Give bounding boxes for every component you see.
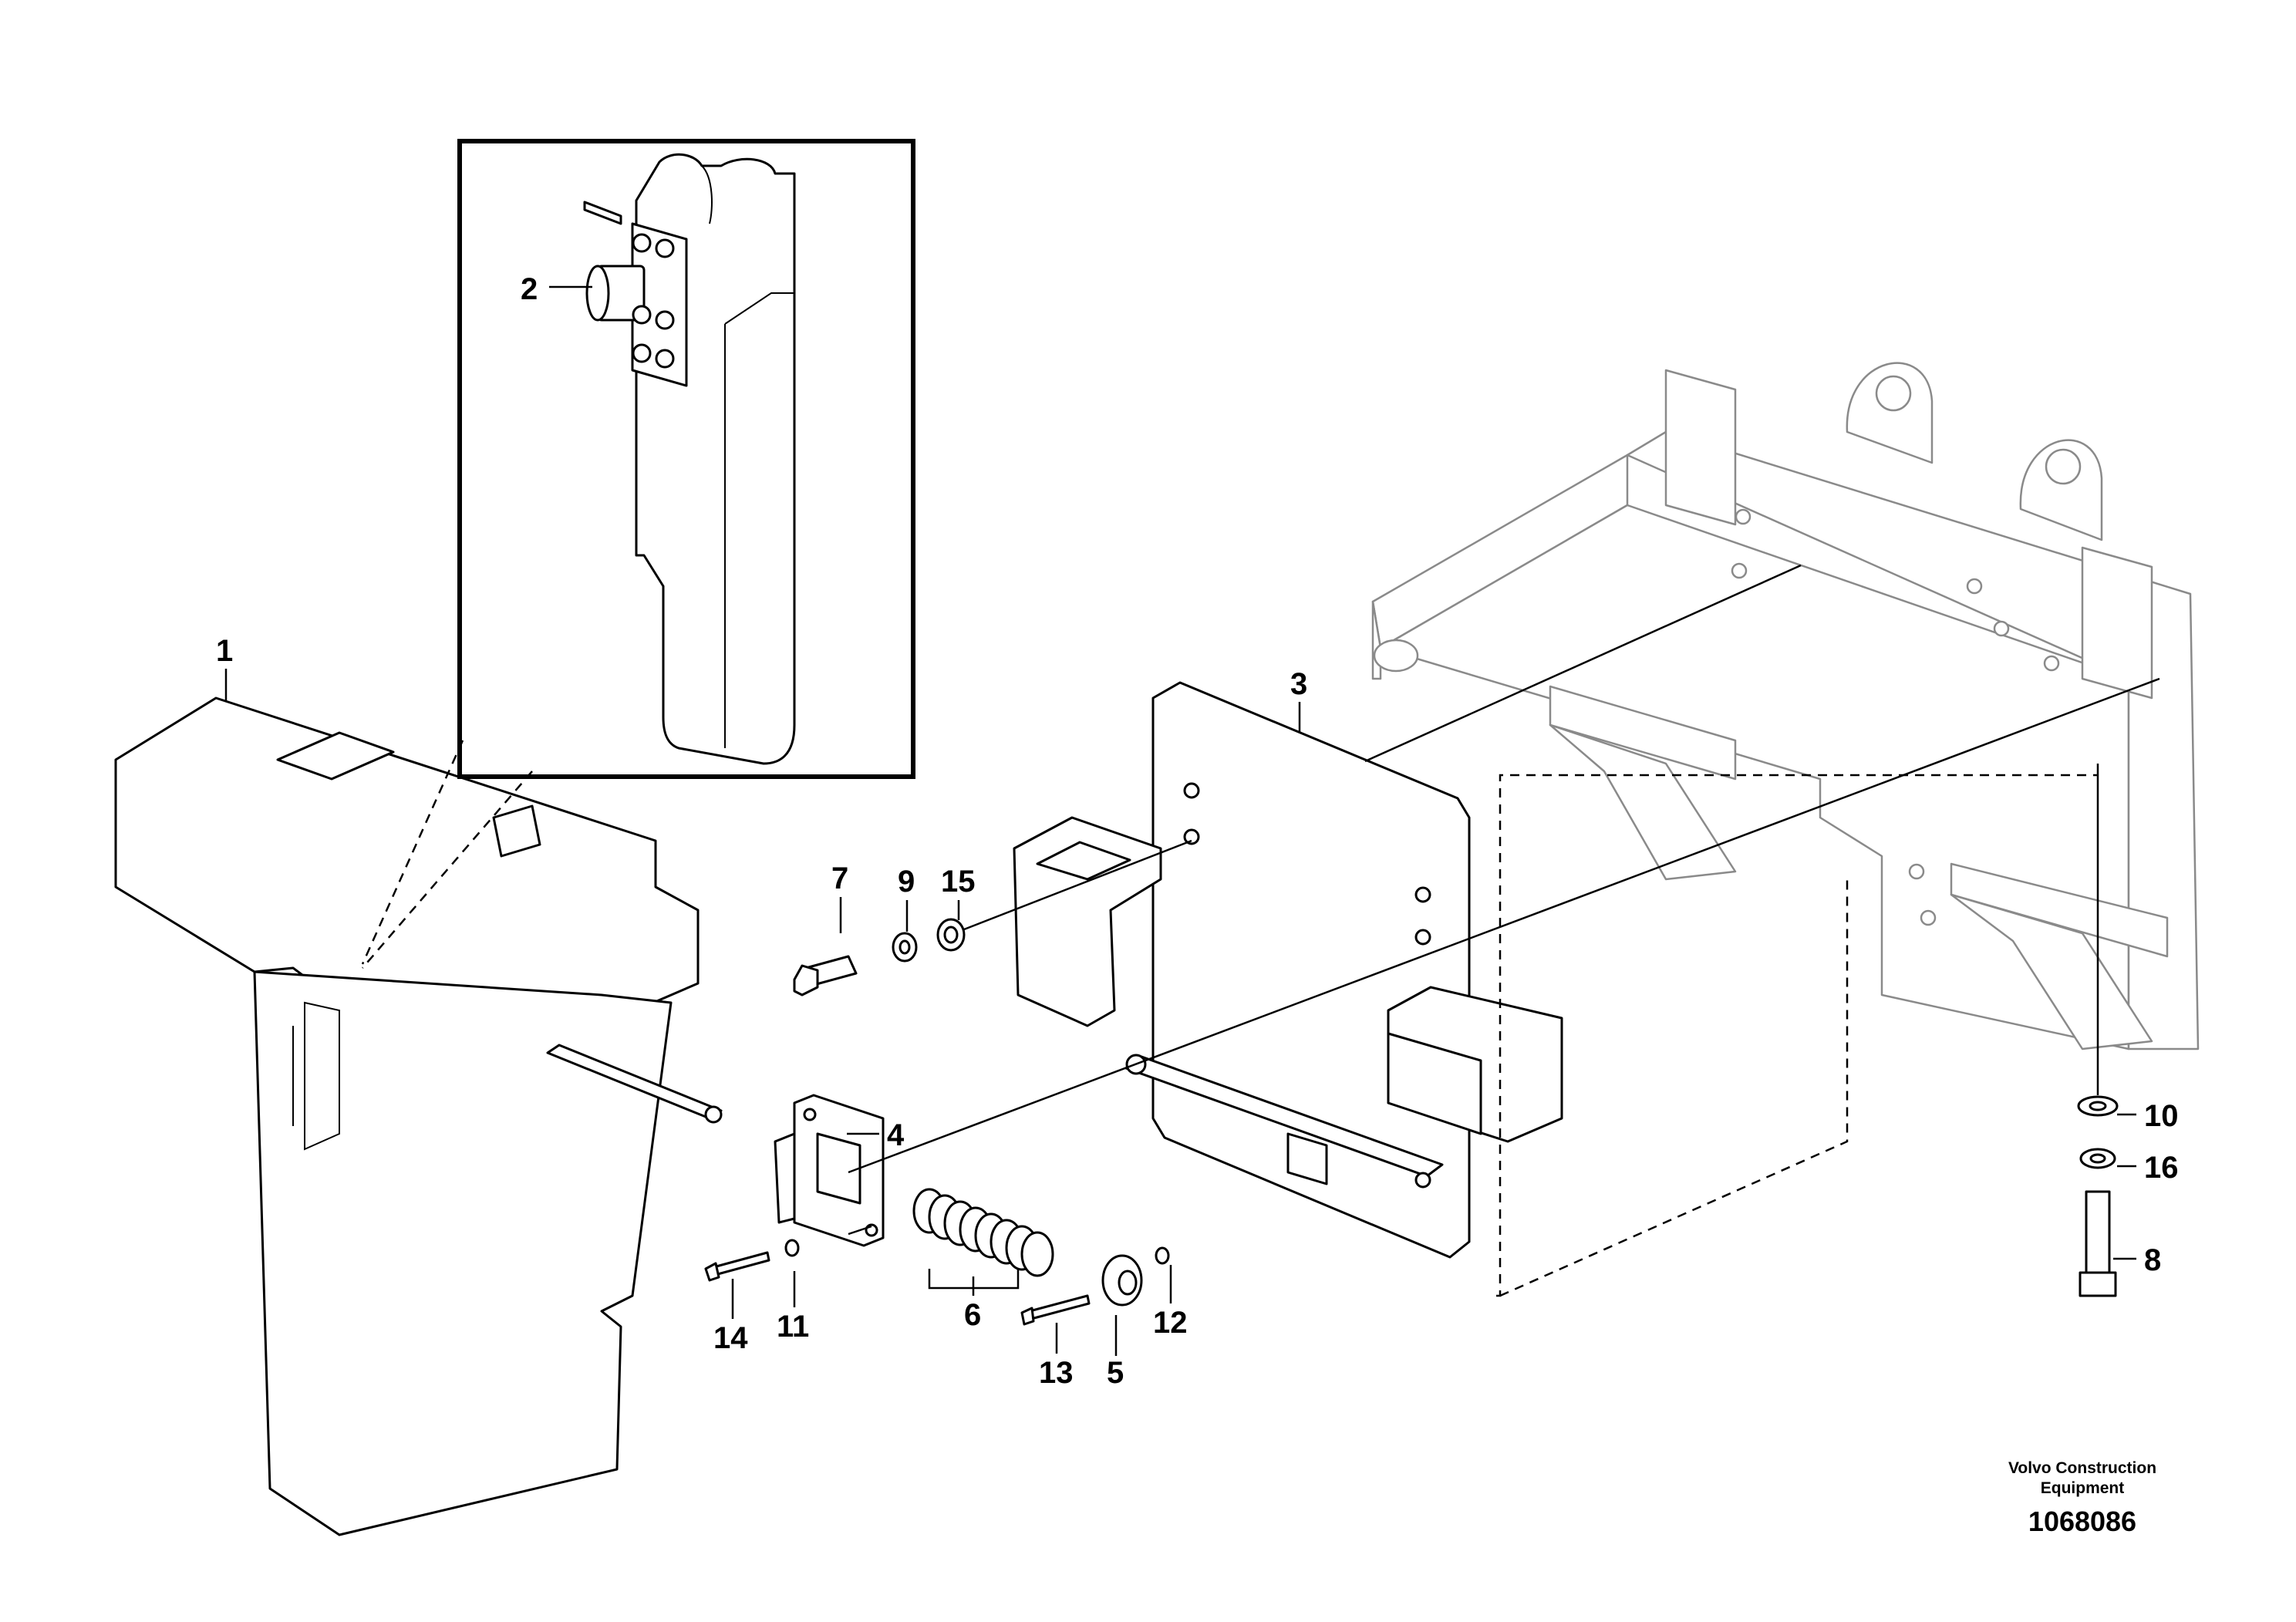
callout-6: 6 <box>964 1298 981 1332</box>
callout-2: 2 <box>521 272 538 306</box>
callout-8: 8 <box>2144 1243 2161 1277</box>
mounting-plate <box>1013 681 1563 1259</box>
document-number: 1068086 <box>2028 1506 2136 1537</box>
callout-12: 12 <box>1153 1306 1188 1340</box>
callout-5: 5 <box>1107 1356 1124 1390</box>
assembly-lines <box>848 564 2160 1297</box>
footer: Volvo Construction Equipment 1068086 <box>2008 1459 2156 1537</box>
callout-11: 11 <box>777 1310 809 1344</box>
callout-14: 14 <box>713 1321 748 1355</box>
callout-1: 1 <box>216 634 233 668</box>
callout-3: 3 <box>1290 667 1307 701</box>
detail-inset <box>361 139 915 969</box>
spring <box>912 1188 1054 1277</box>
counterweight <box>114 696 700 1536</box>
callout-16: 16 <box>2144 1151 2179 1185</box>
callout-7: 7 <box>831 862 848 895</box>
callout-9: 9 <box>898 865 915 899</box>
spacer-washer <box>1101 1254 1143 1307</box>
brand-line-1: Volvo Construction <box>2008 1459 2156 1477</box>
callout-4: 4 <box>887 1118 905 1152</box>
pin-rod <box>546 1044 723 1124</box>
machine-frame <box>1371 362 2200 1050</box>
latch-bracket <box>774 1094 885 1247</box>
callout-13: 13 <box>1039 1356 1074 1390</box>
callout-10: 10 <box>2144 1099 2179 1133</box>
callout-15: 15 <box>941 865 976 899</box>
callout-labels: 1 2 3 4 5 6 7 8 9 10 11 12 13 14 15 16 <box>216 272 2179 1390</box>
callout-leaders <box>224 285 2136 1356</box>
small-fasteners <box>704 918 2119 1326</box>
brand-line-2: Equipment <box>2041 1479 2125 1497</box>
